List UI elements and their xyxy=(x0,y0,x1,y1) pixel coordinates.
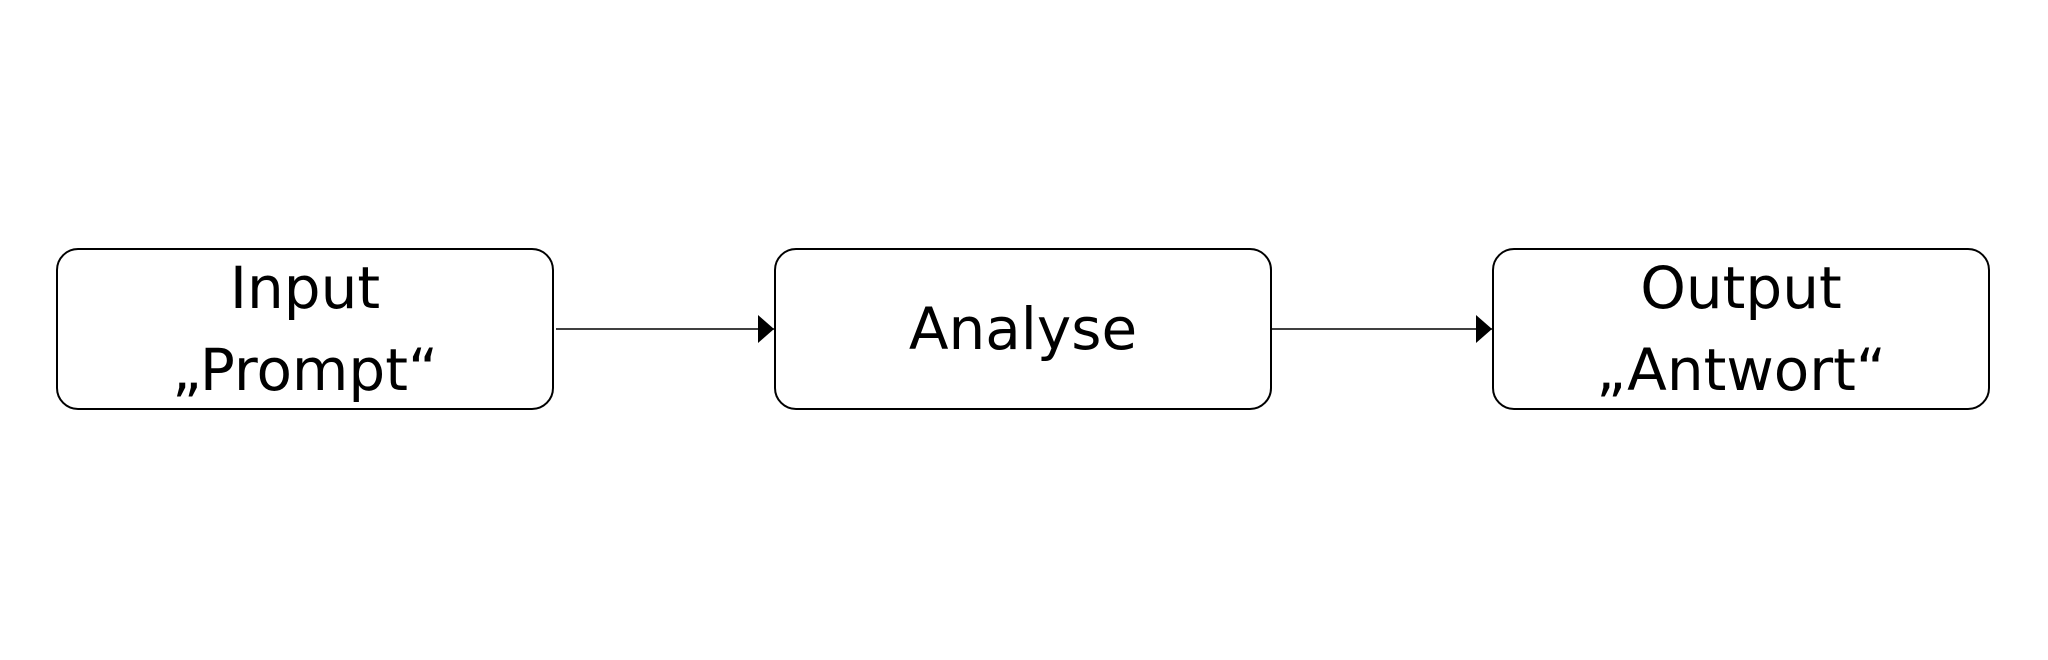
node-input-label: Input „Prompt“ xyxy=(171,254,439,404)
node-analyse: Analyse xyxy=(774,248,1272,410)
node-output: Output „Antwort“ xyxy=(1492,248,1990,410)
node-output-label: Output „Antwort“ xyxy=(1596,254,1886,404)
node-analyse-label: Analyse xyxy=(908,295,1138,363)
node-input: Input „Prompt“ xyxy=(56,248,554,410)
